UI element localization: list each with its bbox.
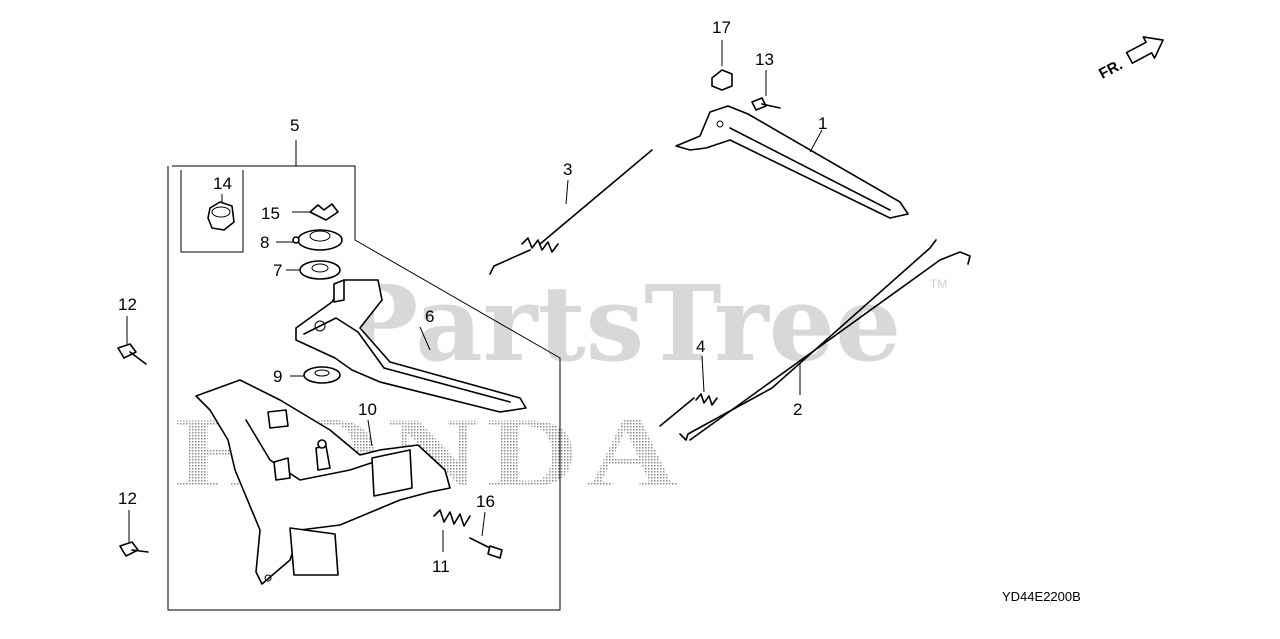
callout-10[interactable]: 10: [358, 400, 377, 419]
callout-2[interactable]: 2: [793, 400, 802, 419]
part-8-cap: [276, 229, 343, 251]
callout-7[interactable]: 7: [273, 261, 282, 280]
assembly-outline-part-5: [167, 165, 561, 611]
callout-1[interactable]: 1: [818, 114, 827, 133]
front-direction-indicator: FR.: [1096, 36, 1164, 83]
trademark-mark: TM: [930, 277, 947, 291]
callout-12-lower[interactable]: 12: [118, 489, 137, 508]
diagram-code: YD44E2200B: [1002, 589, 1081, 604]
callout-16[interactable]: 16: [476, 492, 495, 511]
callout-5[interactable]: 5: [290, 116, 299, 135]
callout-17[interactable]: 17: [712, 18, 731, 37]
part-12-bolt-upper: [117, 316, 147, 365]
part-6-control-lever: [295, 279, 527, 413]
part-7-washer: [286, 260, 341, 280]
front-direction-arrow-icon: [1125, 36, 1164, 64]
part-9-washer: [290, 366, 341, 384]
callout-14[interactable]: 14: [213, 174, 232, 193]
part-14-nut: [207, 194, 235, 231]
callout-9[interactable]: 9: [273, 367, 282, 386]
callout-12-upper[interactable]: 12: [118, 295, 137, 314]
partstree-watermark: PartsTree: [340, 262, 901, 385]
callout-8[interactable]: 8: [260, 233, 269, 252]
subassembly-outline-part-14: [180, 170, 244, 253]
part-12-bolt-lower: [119, 510, 149, 557]
part-15-wing-nut: [292, 203, 339, 221]
callout-4[interactable]: 4: [696, 337, 705, 356]
front-label: FR.: [1096, 56, 1125, 82]
part-10-control-base: [195, 379, 451, 585]
callout-13[interactable]: 13: [755, 50, 774, 69]
callout-11[interactable]: 11: [432, 557, 450, 576]
part-13-bolt: [751, 70, 781, 111]
part-16-bolt: [469, 511, 503, 559]
callout-15[interactable]: 15: [261, 204, 280, 223]
part-11-spring: [433, 509, 471, 552]
part-17-nut: [711, 40, 733, 91]
part-2-control-rod: [679, 239, 971, 441]
part-3-throttle-rod: [489, 149, 653, 275]
part-1-governor-arm: [675, 105, 909, 219]
callout-3[interactable]: 3: [563, 160, 572, 179]
part-4-spring: [659, 355, 718, 427]
callout-6[interactable]: 6: [425, 307, 434, 326]
